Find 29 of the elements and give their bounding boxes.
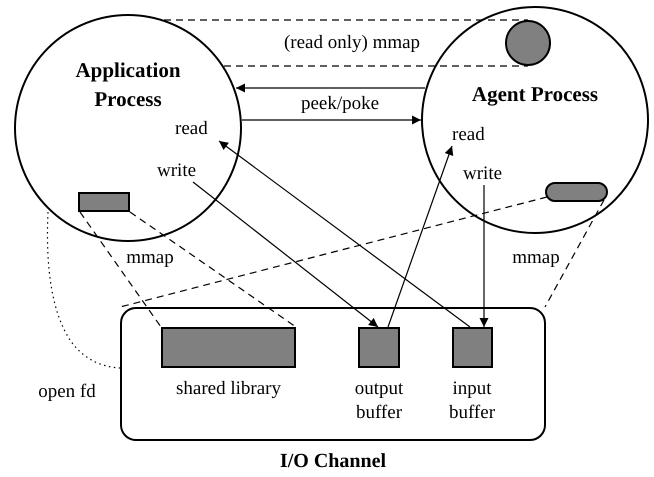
operation-label: write (157, 160, 209, 182)
arrow (192, 182, 378, 328)
buffer-caption: output buffer (354, 377, 404, 425)
channel-title: I/O Channel (278, 450, 388, 472)
mapping-line (120, 196, 548, 308)
arrow (387, 146, 454, 328)
mapping-line (544, 200, 605, 308)
arrow (480, 185, 488, 327)
memory-region (161, 327, 296, 368)
arrow (236, 84, 425, 92)
operation-label: write (463, 163, 515, 185)
process-title: Agent Process (470, 81, 600, 108)
mapping-line (80, 212, 162, 328)
mapping-line (46, 212, 120, 369)
mapping-line (164, 19, 528, 21)
buffer-caption: input buffer (448, 377, 496, 425)
process-title: Application Process (74, 57, 182, 113)
arrow (218, 140, 470, 328)
memory-region (78, 192, 130, 212)
mapping-line (224, 65, 528, 67)
operation-label: read (452, 124, 496, 146)
memory-region (545, 182, 608, 202)
memory-region (358, 327, 400, 368)
arrow (242, 116, 421, 124)
buffer-caption: shared library (175, 377, 282, 401)
memory-region (452, 327, 493, 368)
operation-label: read (175, 118, 221, 140)
mapping-line (130, 212, 296, 328)
memory-region (505, 20, 551, 66)
